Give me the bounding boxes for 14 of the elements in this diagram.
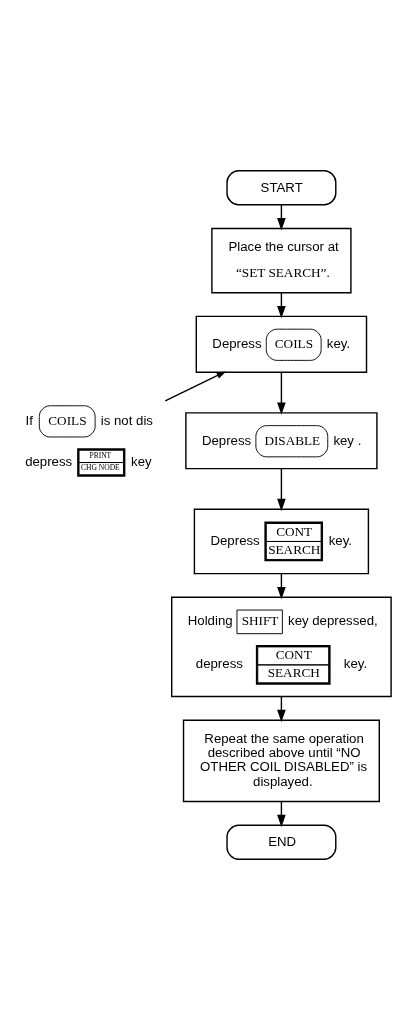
arrow — [277, 467, 286, 511]
node-box: Holding SHIFT key depressed, depress CONT SEARCH key. — [171, 596, 392, 697]
node-box: Depress COILS key. — [195, 315, 368, 373]
arrow — [277, 371, 286, 415]
node-box: Repeat the same operation described above until “NO OTHER COIL DISABLED” is displayed. — [182, 719, 380, 802]
node-label: depress — [25, 453, 73, 469]
node-label: is not dis — [100, 412, 153, 428]
node-label: key — [131, 453, 152, 469]
node-box: END — [226, 823, 337, 860]
node-box: Place the cursor at “SET SEARCH”. — [211, 227, 352, 293]
arrow — [164, 370, 227, 402]
node-label: If — [25, 412, 33, 428]
node-box: START — [226, 169, 337, 206]
node-box: Depress DISABLE key . — [185, 411, 378, 469]
